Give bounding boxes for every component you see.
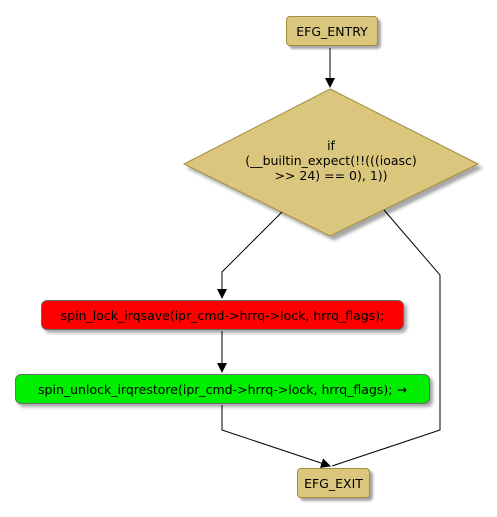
decision-line-1: if (327, 138, 335, 153)
spin-unlock-label: spin_unlock_irqrestore(ipr_cmd->hrrq->lo… (38, 381, 407, 397)
edge-decision-to-exit (331, 209, 441, 467)
exit-label: EFG_EXIT (304, 475, 363, 491)
entry-label: EFG_ENTRY (296, 23, 368, 39)
edge-decision-to-lock (217, 211, 283, 299)
entry-node: EFG_ENTRY (286, 16, 378, 46)
spin-lock-node: spin_lock_irqsave(ipr_cmd->hrrq->lock, h… (41, 300, 404, 330)
exit-node: EFG_EXIT (297, 468, 370, 498)
decision-label: if (__builtin_expect(!!(((ioasc) >> 24) … (190, 138, 472, 183)
spin-unlock-node: spin_unlock_irqrestore(ipr_cmd->hrrq->lo… (15, 374, 430, 404)
decision-line-3: >> 24) == 0), 1)) (274, 168, 388, 183)
decision-line-2: (__builtin_expect(!!(((ioasc) (245, 153, 417, 168)
edge-unlock-to-exit (221, 405, 331, 468)
spin-lock-label: spin_lock_irqsave(ipr_cmd->hrrq->lock, h… (60, 307, 385, 323)
decision-diamond (182, 88, 480, 237)
